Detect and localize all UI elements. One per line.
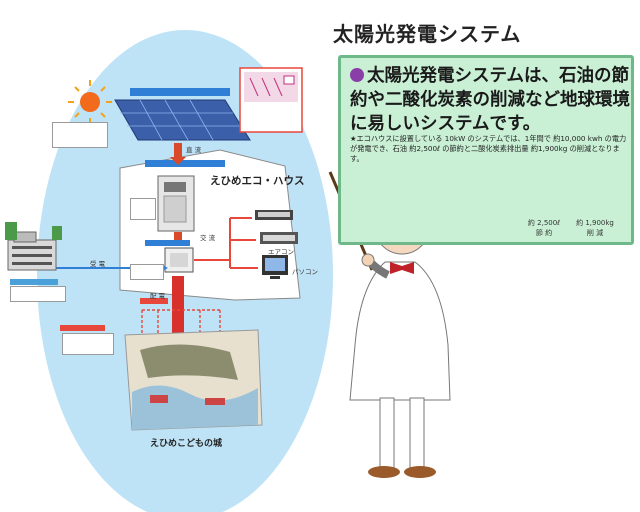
power-receive-label: 受 電	[90, 260, 106, 268]
board-main-sentence: 太陽光発電システムは、石油の節約や二酸化炭素の削減など地球環境に易しいシステムで…	[350, 66, 630, 134]
board-note-text: ★エコハウスに設置している 10kW のシステムでは、1年間で 約10,000 …	[350, 134, 627, 163]
castle-label: えひめこどもの城	[150, 439, 223, 449]
grid-info-callout	[10, 286, 66, 302]
inverter-header-bar	[145, 160, 225, 167]
inverter-cabinet	[157, 175, 195, 232]
ac-label: 交 流	[200, 234, 216, 242]
oil-label: 節 約	[535, 229, 553, 237]
pc-label: パソコン	[292, 268, 318, 276]
ceiling-lights	[255, 210, 298, 244]
bullet-dot-icon	[350, 68, 364, 82]
childrens-castle-map	[124, 329, 263, 431]
grid-info-header	[10, 279, 58, 285]
co2-value: 約 1,900kg	[576, 219, 614, 227]
solar-panel	[114, 99, 251, 141]
aircon-label: エアコン	[268, 248, 294, 256]
distribution-label: 配 電	[150, 292, 166, 300]
solar-cell-schematic	[239, 67, 303, 133]
sun-icon	[68, 80, 112, 124]
panel-header-bar	[130, 88, 230, 96]
switchboard-info-callout	[130, 264, 164, 280]
ac-flow-arrows	[194, 217, 258, 269]
co2-label: 削 減	[586, 229, 604, 237]
board-main-text: 太陽光発電システムは、石油の節約や二酸化炭素の削減など地球環境に易しいシステムで…	[350, 64, 630, 136]
switchboard-header-bar	[145, 240, 190, 246]
inverter-info-callout	[130, 198, 156, 220]
switchboard	[164, 247, 194, 273]
distribution-header	[140, 298, 168, 304]
eco-house-label: えひめエコ・ハウス	[210, 175, 305, 187]
pc-monitor	[262, 255, 288, 279]
dc-flow-arrow	[170, 143, 186, 240]
sun-info-callout	[52, 122, 108, 148]
oil-value: 約 2,500ℓ	[527, 219, 561, 227]
dc-label: 直 流	[186, 146, 202, 154]
info-board	[338, 55, 634, 245]
castle-info-callout	[62, 333, 114, 355]
castle-info-header	[60, 325, 105, 331]
page-title: 太陽光発電システム	[333, 22, 522, 46]
power-plant-building	[5, 222, 62, 271]
